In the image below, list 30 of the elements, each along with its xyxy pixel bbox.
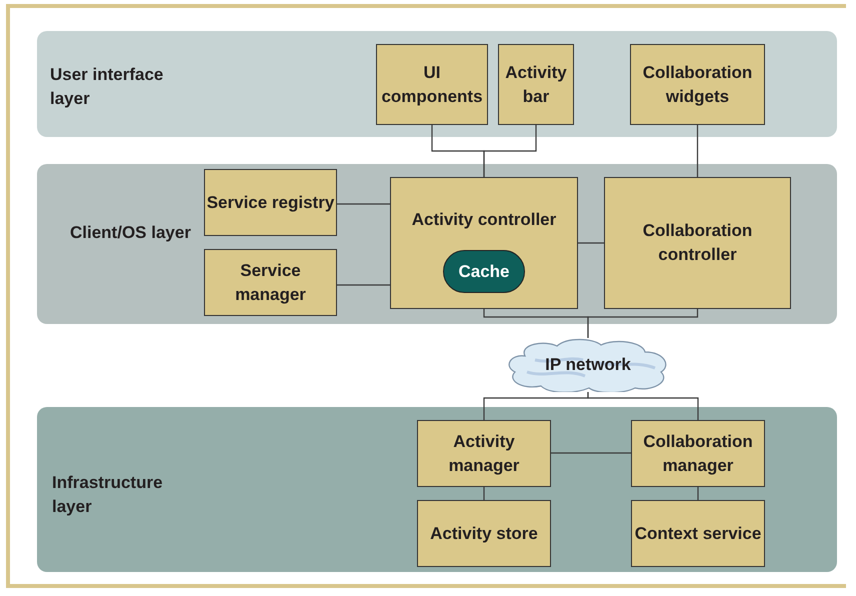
component-box <box>390 177 578 309</box>
component-box: Collaboration manager <box>631 420 765 487</box>
layer-label: Client/OS layer <box>70 222 192 244</box>
network-label: IP network <box>545 355 631 375</box>
layer-band <box>37 407 837 572</box>
component-box: Activity bar <box>498 44 574 125</box>
layer-band <box>37 31 837 137</box>
layer-label: Infrastructure layer <box>52 472 164 518</box>
connector-line <box>483 125 537 177</box>
component-box: Activity manager <box>417 420 551 487</box>
component-box: UI components <box>376 44 488 125</box>
connector-line <box>697 487 699 500</box>
connector-line <box>337 284 390 286</box>
connector-line <box>587 309 698 338</box>
cache-pill: Cache <box>443 250 525 293</box>
component-box: Collaboration widgets <box>630 44 765 125</box>
layer-band <box>37 164 837 324</box>
connector-line <box>551 452 631 454</box>
connector-line <box>483 487 485 500</box>
connector-line <box>578 242 604 244</box>
component-box: Activity store <box>417 500 551 567</box>
component-label: Activity controller <box>412 209 556 231</box>
layer-label: User interface layer <box>50 64 164 110</box>
connector-line <box>696 125 698 177</box>
component-box: Context service <box>631 500 765 567</box>
connector-line <box>587 392 699 420</box>
component-box: Collaboration controller <box>604 177 791 309</box>
connector-line <box>337 203 390 205</box>
component-box: Service manager <box>204 249 337 316</box>
component-box: Service registry <box>204 169 337 236</box>
